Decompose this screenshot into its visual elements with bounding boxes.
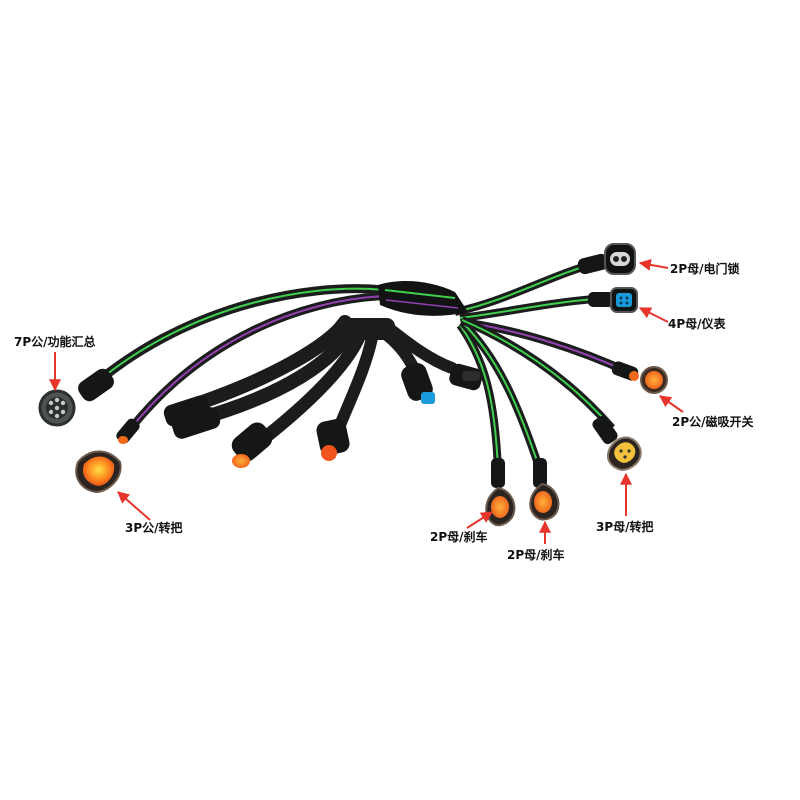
connector-2p-female-brake-left: [485, 458, 516, 527]
orange-2-pin-socket-icon: [321, 445, 337, 461]
label-lock: 2P母/电门锁: [670, 261, 740, 276]
connector-7p-male: [38, 368, 114, 427]
connector-2p-male-magnetic-switch: [611, 361, 668, 394]
secondary-connector-b: [171, 407, 221, 439]
secondary-connector-orange-mid: [316, 418, 350, 461]
blue-4-pin-socket-icon: [616, 293, 632, 307]
arrow-lock: [638, 258, 669, 271]
connector-3p-male-throttle: [75, 418, 140, 494]
blue-4-pin-socket-icon: [421, 392, 435, 404]
arrow-magnetic-switch: [659, 395, 684, 413]
arrow-meter: [638, 307, 669, 323]
label-throttle-male: 3P公/转把: [125, 520, 183, 535]
connector-3p-female-throttle: [592, 415, 642, 472]
arrow-brake-left: [466, 511, 494, 529]
label-function-hub: 7P公/功能汇总: [14, 334, 96, 349]
secondary-connector-orange-left: [231, 422, 273, 468]
label-throttle-female: 3P母/转把: [596, 519, 654, 534]
secondary-connector-black: [449, 363, 483, 391]
label-magnetic-switch: 2P公/磁吸开关: [672, 414, 754, 429]
secondary-connector-blue: [401, 363, 435, 404]
main-harness: [87, 258, 630, 472]
orange-2-pin-socket-icon: [491, 496, 509, 518]
secondary-harness: [178, 315, 458, 447]
orange-2-pin-socket-icon: [534, 491, 552, 513]
orange-2-pin-socket-icon: [232, 454, 250, 468]
callout-arrows: [49, 258, 684, 544]
label-brake-right: 2P母/刹车: [507, 547, 565, 562]
connector-2p-female-lock: [577, 243, 636, 275]
label-brake-left: 2P母/刹车: [430, 529, 488, 544]
arrow-throttle-male: [117, 491, 151, 521]
connector-4p-female-meter: [588, 287, 638, 313]
label-meter: 4P母/仪表: [668, 316, 727, 331]
connector-2p-female-brake-right: [529, 458, 560, 521]
